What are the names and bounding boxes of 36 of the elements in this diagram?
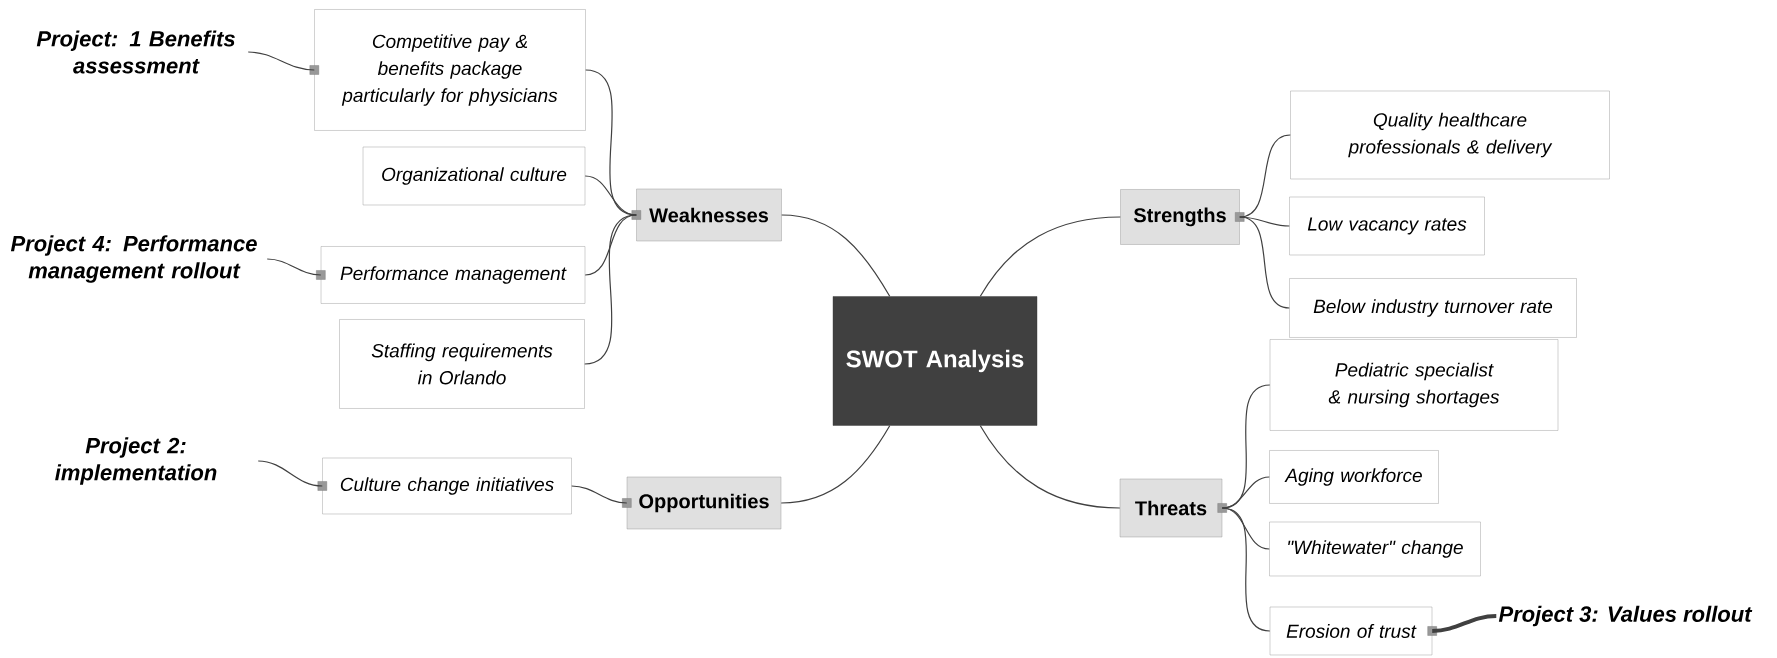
connector: [1239, 216, 1290, 309]
topic-box: Erosion of trust: [1269, 606, 1433, 656]
branch-box: Opportunities: [626, 476, 782, 530]
center-box: SWOT Analysis: [832, 296, 1038, 426]
topic-box: Culture change initiatives: [322, 457, 572, 515]
connector: [780, 425, 891, 504]
project-label: Project 3: Values rollout: [1498, 605, 1753, 627]
topic-box: Pediatric specialist & nursing shortages: [1269, 339, 1559, 431]
connector: [247, 51, 315, 71]
project-label: Project 2: implementation: [55, 437, 217, 485]
branch-box: Strengths: [1120, 189, 1240, 245]
connector: [584, 175, 637, 216]
topic-box: Staffing requirements in Orlando: [339, 319, 585, 409]
connector: [257, 460, 323, 487]
connector: [1239, 216, 1290, 227]
topic-box: Quality healthcare professionals & delivery: [1290, 90, 1610, 180]
connector: [1221, 476, 1270, 509]
connector: [266, 258, 322, 276]
connector: [979, 425, 1121, 509]
connector: [1432, 614, 1497, 633]
branch-box: Threats: [1119, 478, 1223, 538]
connector: [979, 216, 1121, 297]
topic-box: Competitive pay & benefits package particularly for physicians: [314, 9, 586, 131]
connector: [1221, 507, 1271, 632]
topic-box: Below industry turnover rate: [1289, 278, 1577, 338]
connector: [781, 214, 891, 297]
branch-box: Weaknesses: [636, 188, 782, 242]
connector: [571, 485, 628, 504]
topic-box: Aging workforce: [1269, 450, 1439, 504]
topic-box: Low vacancy rates: [1289, 196, 1485, 256]
topic-box: Performance management: [320, 246, 586, 304]
project-label: Project: 1 Benefits assessment: [36, 30, 235, 74]
connector: [584, 214, 637, 365]
topic-box: "Whitewater" change: [1269, 521, 1481, 577]
topic-box: Organizational culture: [362, 146, 586, 206]
project-label: Project 4: Performance management rollout: [10, 235, 257, 283]
